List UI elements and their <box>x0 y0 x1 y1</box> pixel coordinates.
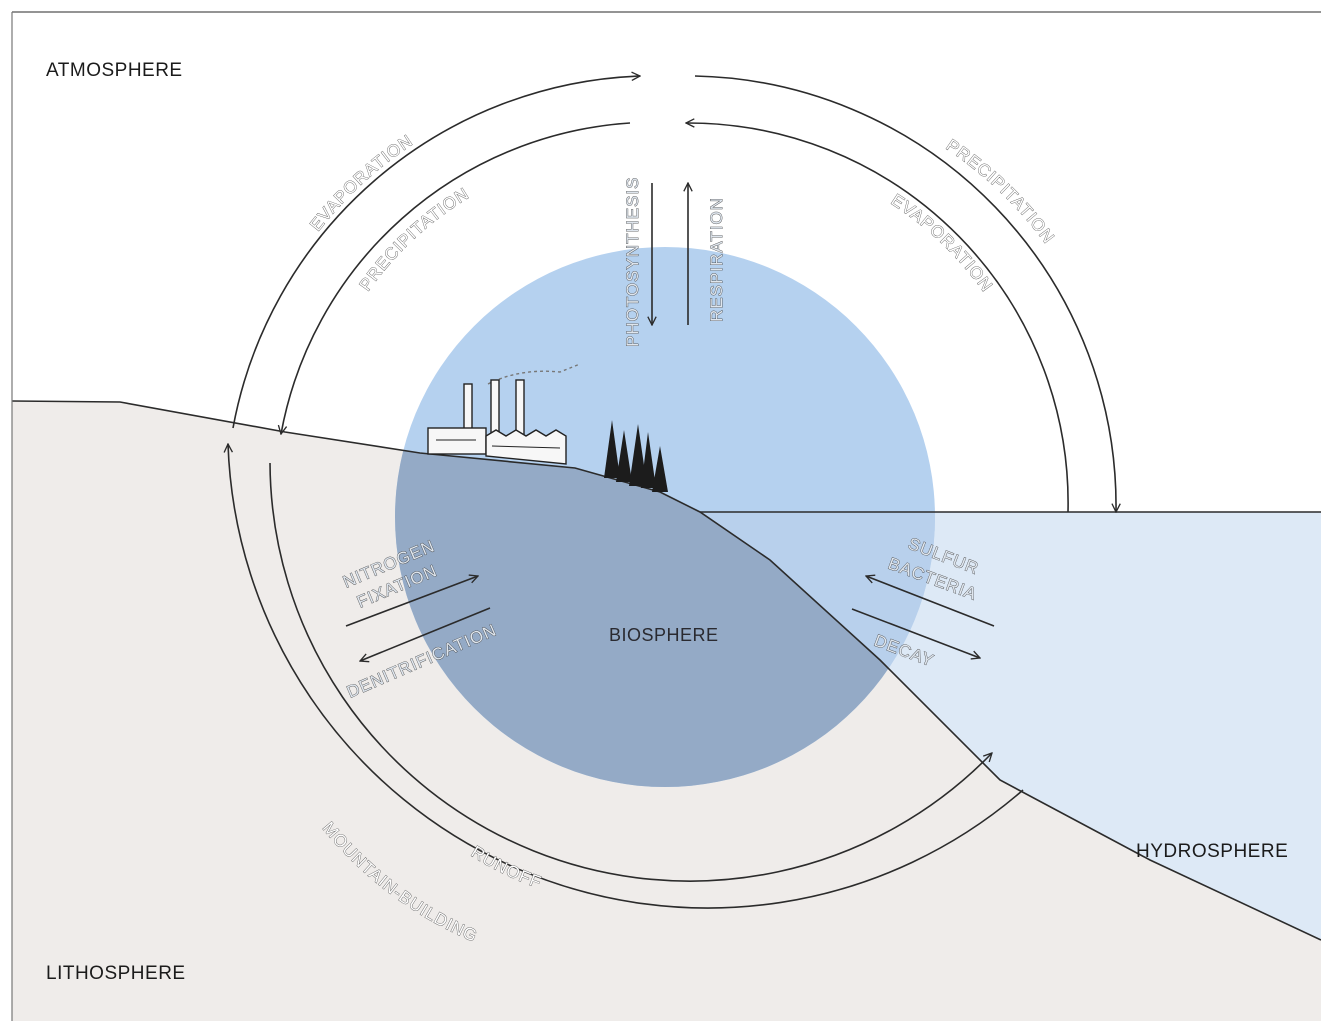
nitrogen-fixation-arrow <box>345 576 478 627</box>
land-surface-line <box>11 400 1321 941</box>
runoff-arrow <box>269 462 992 882</box>
lithosphere-label: LITHOSPHERE <box>46 963 186 984</box>
factory-icon <box>427 363 581 465</box>
decay-arrow <box>851 608 980 658</box>
right-precipitation-arrow <box>694 75 1116 512</box>
biosphere-land-part <box>395 401 935 787</box>
left-evaporation-arrow <box>232 76 640 429</box>
denitrification-arrow <box>360 607 491 661</box>
photosynthesis-label: PHOTOSYNTHESIS <box>623 177 642 348</box>
biosphere-label: BIOSPHERE <box>609 625 719 645</box>
atmosphere-label: ATMOSPHERE <box>46 60 183 81</box>
left-precipitation-arrow <box>281 122 631 434</box>
right-evaporation-arrow <box>686 123 1069 513</box>
respiration-label: RESPIRATION <box>707 197 726 322</box>
sulfur-bacteria-arrow <box>866 576 995 627</box>
mountain-building-arrow <box>228 444 1024 909</box>
hydrosphere-label: HYDROSPHERE <box>1136 841 1288 862</box>
trees-icon <box>604 420 668 492</box>
